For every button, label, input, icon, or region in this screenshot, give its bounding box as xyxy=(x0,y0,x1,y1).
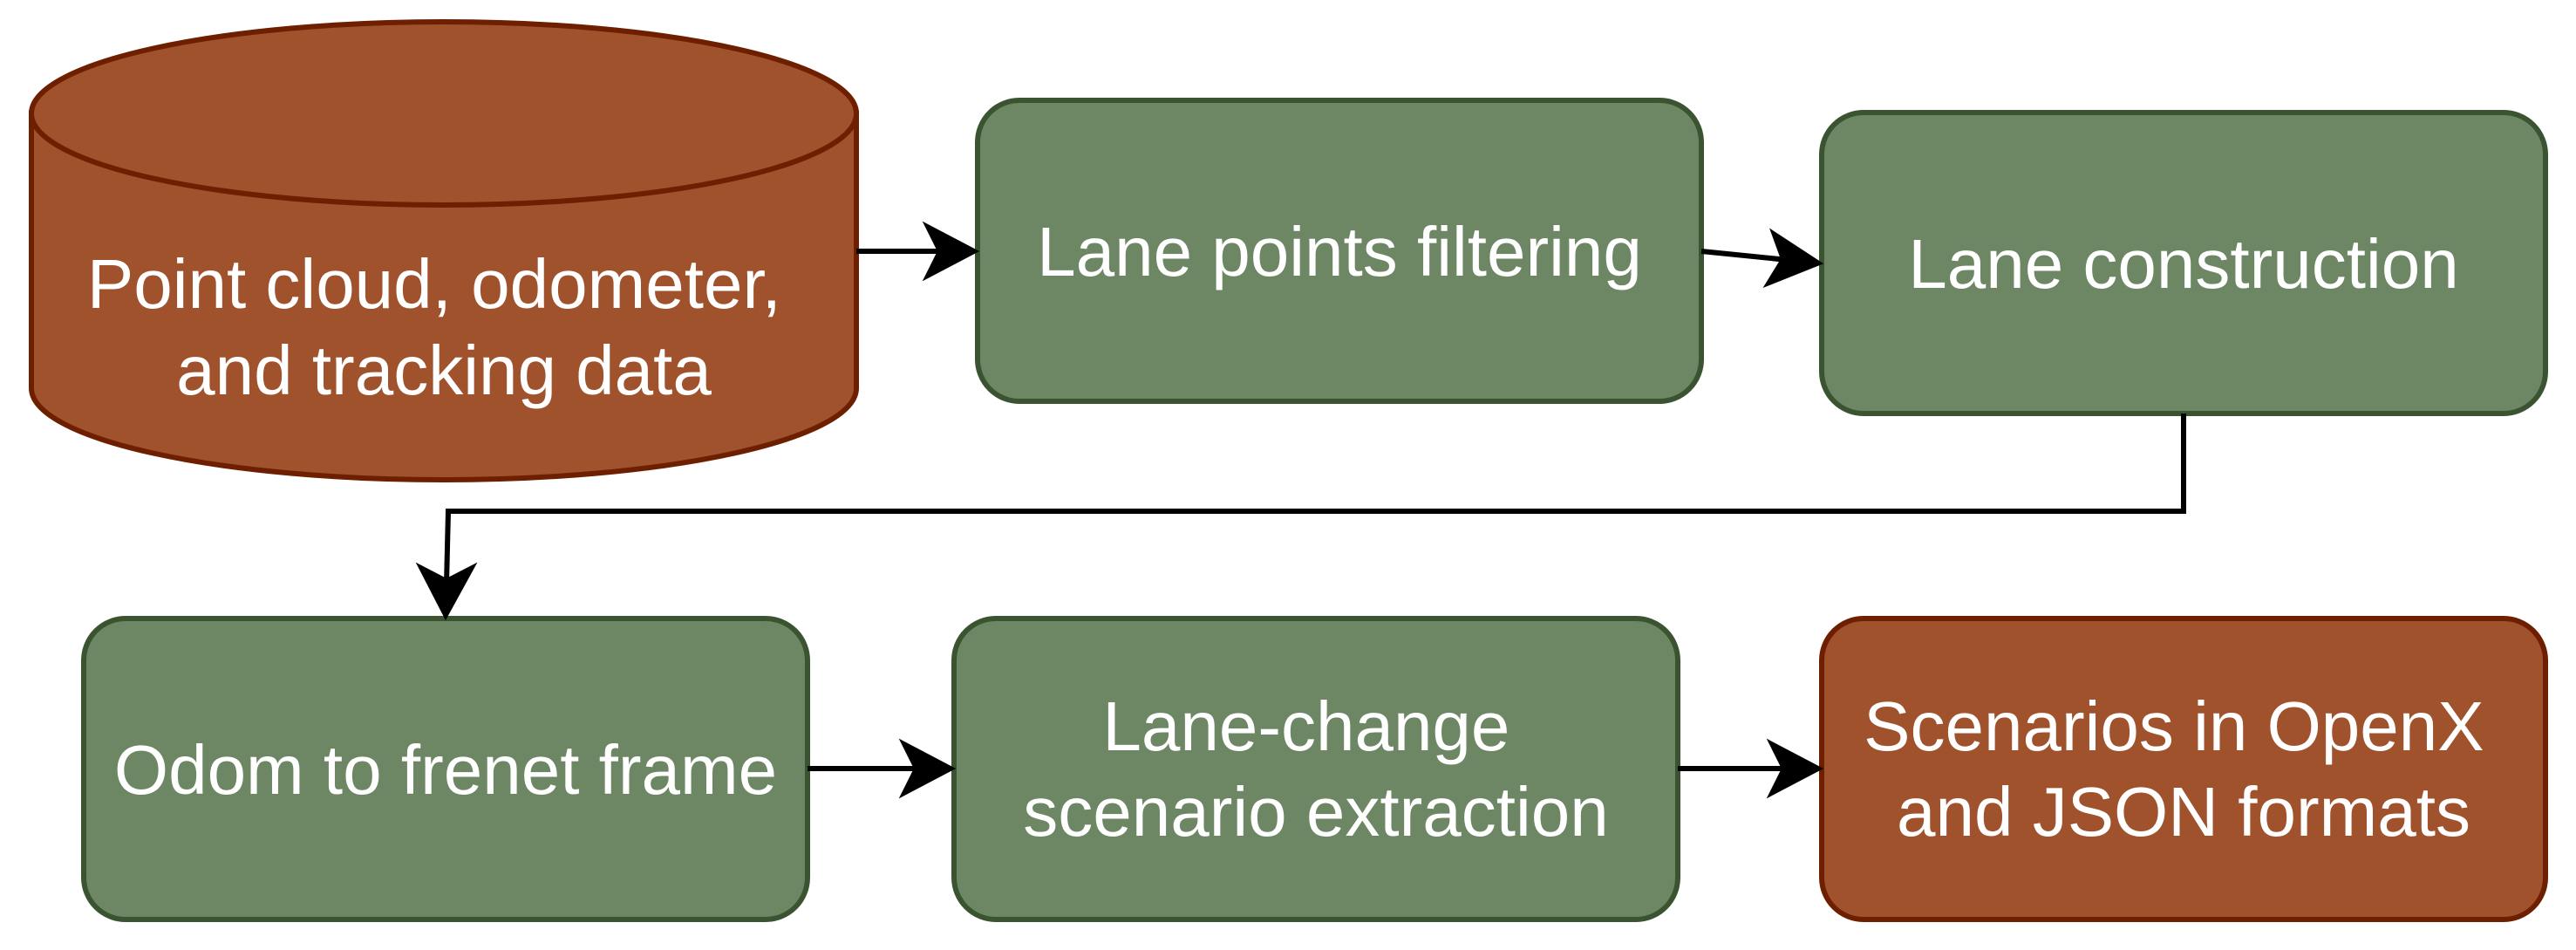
arrow-head-icon xyxy=(415,562,478,621)
lane-construction-box: Lane construction xyxy=(1819,110,2548,416)
connector-extraction-to-output xyxy=(1678,738,1824,799)
input-data-cylinder: Point cloud, odometer, and tracking data xyxy=(29,19,859,482)
cylinder-body xyxy=(29,111,859,482)
lane-construction-label: Lane construction xyxy=(1908,225,2459,303)
connector-construction-to-frenet xyxy=(415,413,2186,621)
scenarios-output-label-line2: and JSON formats xyxy=(1897,773,2470,851)
input-data-label-line2: and tracking data xyxy=(176,331,712,409)
lane-change-extraction-label-line1: Lane-change xyxy=(1102,687,1509,765)
scenarios-output-rect xyxy=(1819,616,2548,922)
svg-text:Lane-change scenario ext: Lane-change scenario extraction xyxy=(1023,687,1608,851)
arrow-head-icon xyxy=(1762,228,1824,289)
connector-filtering-to-construction xyxy=(1700,228,1824,289)
lane-points-filtering-label: Lane points filtering xyxy=(1037,213,1642,290)
connector-frenet-to-extraction xyxy=(808,738,957,799)
cylinder-top xyxy=(29,19,859,208)
scenarios-output-box: Scenarios in OpenX and JSON formats xyxy=(1819,616,2548,922)
scenarios-output-label-line1: Scenarios in OpenX xyxy=(1864,687,2484,765)
lane-change-extraction-box: Lane-change scenario extraction xyxy=(951,616,1680,922)
input-data-label-line1: Point cloud, odometer, xyxy=(87,245,781,323)
odom-to-frenet-box: Odom to frenet frame xyxy=(81,616,810,922)
svg-text:Point cloud, odometer, a: Point cloud, odometer, and tracking data xyxy=(87,245,801,409)
svg-text:Scenarios in OpenX and J: Scenarios in OpenX and JSON formats xyxy=(1864,687,2504,851)
lane-change-extraction-label-line2: scenario extraction xyxy=(1023,773,1608,851)
arrow-head-icon xyxy=(922,221,980,282)
lane-change-extraction-rect xyxy=(951,616,1680,922)
odom-to-frenet-label: Odom to frenet frame xyxy=(114,731,777,809)
arrow-head-icon xyxy=(1766,738,1824,799)
connector-input-to-filtering xyxy=(856,221,980,282)
lane-points-filtering-box: Lane points filtering xyxy=(975,98,1704,404)
arrow-head-icon xyxy=(898,738,957,799)
